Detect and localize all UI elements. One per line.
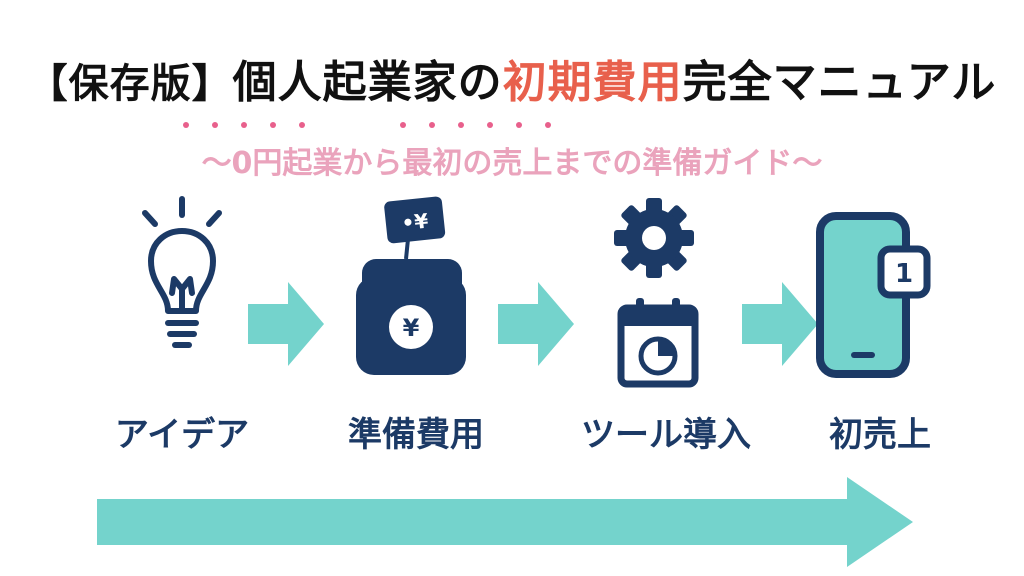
wallet-icon: •¥ ¥	[356, 196, 466, 375]
step-label-idea: アイデア	[114, 415, 250, 455]
step-label-first-sale: 初売上	[829, 415, 931, 455]
step-label-tool-adoption: ツール導入	[581, 415, 751, 455]
coin-label: ¥	[403, 314, 420, 342]
notification-badge-label: 1	[895, 259, 913, 289]
calendar-chart-icon	[617, 298, 699, 388]
lightbulb-icon	[142, 196, 222, 348]
step-label-preparation-cost: 準備費用	[348, 415, 484, 455]
price-tag-label: •¥	[400, 209, 429, 236]
emphasis-dots-right	[400, 122, 551, 134]
gear-icon	[614, 198, 694, 278]
title-bracket-label: 【保存版】	[27, 61, 233, 107]
progress-arrow-icon	[97, 477, 913, 567]
title-suffix: 完全マニュアル	[682, 57, 997, 108]
title-prefix: 個人起業家の	[232, 57, 503, 108]
arrow-right-icon	[742, 282, 818, 366]
arrow-right-icon	[248, 282, 324, 366]
emphasis-dots-left	[183, 122, 305, 134]
smartphone-icon: 1	[816, 212, 931, 378]
arrow-right-icon	[498, 282, 574, 366]
title-highlight: 初期費用	[502, 57, 683, 108]
page-title: 【保存版】個人起業家の初期費用完全マニュアル	[0, 46, 1024, 110]
subtitle: ～0円起業から最初の売上までの準備ガイド～	[201, 146, 823, 181]
